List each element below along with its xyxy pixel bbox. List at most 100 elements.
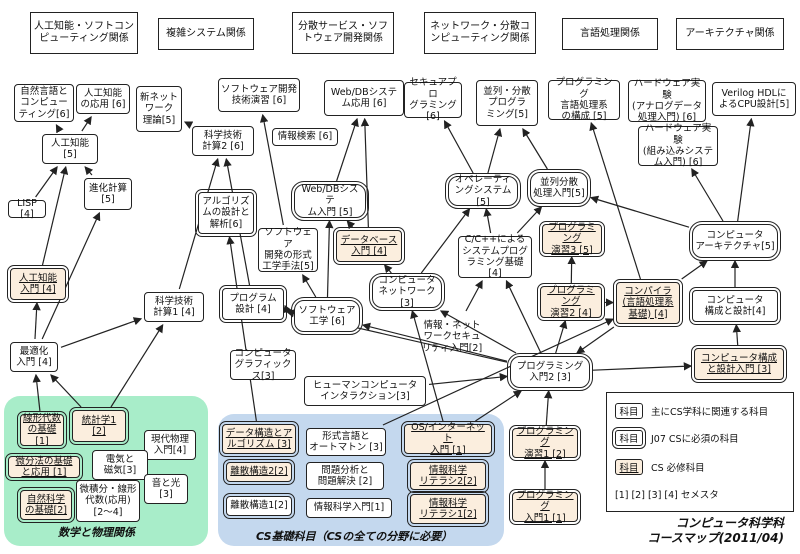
category-c3: 分散サービス・ソフ トウェア開発関係 [292, 12, 394, 54]
edge-sci2-to-newnet [183, 121, 194, 129]
course-formal[interactable]: ソフトウェア 開発の形式 工学手法[5] [258, 227, 318, 272]
course-dbintro[interactable]: データベース 入門 [4] [333, 227, 405, 265]
edge-compnet-to-os [420, 208, 471, 274]
edge-prac1-to-prog2 [543, 389, 553, 426]
cs-foundation-region-label: CS基礎科目（CSの全ての分野に必要） [256, 530, 453, 543]
course-secprog[interactable]: セキュアプロ グラミング[6] [404, 77, 462, 122]
course-secintro[interactable]: 情報・ネット ワークセキュ リティ入門[2] [421, 319, 483, 354]
course-swpr[interactable]: ソフトウェア開発 技術演習 [6] [218, 78, 300, 112]
course-calc[interactable]: 微分法の基礎 と応用 [1] [5, 453, 83, 481]
legend-text-j07: J07 CSに必須の科目 [651, 434, 739, 445]
legend-swatch-required: 科目 [615, 459, 643, 475]
legend-text-required: CS 必修科目 [651, 463, 705, 474]
course-aiapp[interactable]: 人工知能 の応用 [6] [76, 84, 130, 114]
course-sound[interactable]: 音と光 [3] [144, 474, 188, 504]
edge-prog2-to-compintro [592, 362, 693, 371]
course-disc2[interactable]: 離散構造2[2] [223, 459, 295, 485]
edge-stat1-to-opt [50, 374, 82, 408]
course-compnet[interactable]: コンピュータ ネットワーク[3] [369, 273, 445, 311]
course-opt[interactable]: 最適化 入門 [4] [10, 342, 58, 372]
course-compiler[interactable]: コンパイラ (言語処理系 基礎) [4] [613, 279, 683, 327]
edge-sweng-to-formal [302, 273, 317, 298]
course-compintro[interactable]: コンピュータ構成 と設計入門 [3] [691, 345, 787, 383]
course-lit1[interactable]: 情報科学 リテラシ1[2] [407, 491, 489, 527]
course-hci[interactable]: ヒューマンコンピュータ インタラクション[3] [304, 376, 426, 406]
course-natsci[interactable]: 自然科学 の基礎[2] [17, 487, 75, 523]
category-c5: 言語処理関係 [562, 18, 658, 50]
course-disc1[interactable]: 離散構造1[2] [223, 493, 295, 519]
math-physics-region-label: 数学と物理関係 [58, 526, 135, 539]
edge-formlang-to-compiler [382, 318, 615, 426]
edge-osinet-to-compnet [410, 309, 444, 422]
course-evo[interactable]: 進化計算 [5] [84, 178, 132, 210]
course-hwemb[interactable]: ハードウェア実験 (組み込みシステ ム入門) [6] [638, 123, 718, 168]
course-prog2[interactable]: プログラミング 入門2 [3] [507, 353, 593, 391]
edge-cpp-to-parproc [516, 206, 543, 234]
edge-arch-to-verilog [737, 117, 755, 222]
course-aiintro[interactable]: 人工知能 入門 [4] [7, 265, 69, 303]
edge-lisp-to-ai [35, 166, 58, 198]
course-sweng[interactable]: ソフトウェア 工学 [6] [291, 297, 363, 335]
course-sci2[interactable]: 科学技術 計算2 [6] [192, 126, 254, 156]
course-stat1[interactable]: 統計学1 [2] [69, 407, 129, 445]
course-phys[interactable]: 現代物理 入門[4] [144, 430, 196, 460]
course-ds[interactable]: データ構造とア ルゴリズム [3] [219, 421, 299, 457]
course-newnet[interactable]: 新ネット ワーク 理論[5] [136, 86, 182, 132]
course-prac2[interactable]: プログラミング 演習2 [4] [537, 283, 605, 321]
edge-linalg-to-opt [32, 373, 41, 412]
edge-prog2-to-compnet [439, 310, 517, 354]
legend-semester: [1] [2] [3] [4] セメスタ [615, 490, 719, 501]
course-nlp[interactable]: 自然言語と コンピュー ティング[6] [14, 84, 74, 122]
edge-cpp-to-os [483, 207, 492, 234]
course-infosearch[interactable]: 情報検索 [6] [272, 128, 338, 146]
course-prog1[interactable]: プログラミング 入門1 [1] [509, 489, 581, 525]
course-ai[interactable]: 人工知能 [5] [42, 134, 98, 164]
edge-os-to-parprog [487, 127, 503, 174]
course-probsolve[interactable]: 問題分析と 問題解決 [2] [306, 462, 384, 490]
course-os[interactable]: オペレーティ ングシステム[5] [445, 173, 521, 209]
course-verilog[interactable]: Verilog HDLに よるCPU設計[5] [712, 82, 796, 116]
category-c1: 人工知能・ソフトコン ピューティング関係 [30, 12, 138, 54]
course-webdbapp[interactable]: Web/DBシステ ム応用 [6] [324, 80, 404, 116]
course-prac3[interactable]: プログラミング 演習3 [5] [539, 221, 605, 257]
edge-os-to-secprog [443, 119, 474, 174]
course-cpp[interactable]: C/C++による システムプログ ラミング基礎[4] [458, 234, 532, 279]
course-em[interactable]: 電気と 磁気[3] [92, 450, 148, 480]
course-compdesign[interactable]: コンピュータ 構成と設計[4] [689, 287, 781, 325]
course-lisp[interactable]: LISP [4] [8, 198, 46, 220]
page-title: コンピュータ科学科 コースマップ(2011/04) [647, 516, 785, 545]
legend-swatch-j07: 科目 [612, 427, 646, 449]
edge-arch-to-parproc [589, 195, 690, 228]
course-calc2[interactable]: 微積分・線形 代数(応用) [2〜4] [76, 480, 140, 522]
edge-prog2-to-sweng [361, 322, 508, 362]
course-hwana[interactable]: ハードウェア実験 (アナログデータ 処理入門) [6] [628, 78, 706, 123]
course-lit2[interactable]: 情報科学 リテラシ2[2] [407, 459, 489, 493]
category-c4: ネットワーク・分散コ ンピューティング関係 [424, 12, 536, 54]
edge-hci-to-prog2 [428, 372, 509, 386]
edge-opt-to-aiintro [32, 301, 41, 340]
course-linalg[interactable]: 線形代数 の基礎 [1] [17, 411, 67, 449]
edge-stat1-to-sci1 [110, 323, 164, 408]
course-algo[interactable]: アルゴリズ ムの設計と 解析[6] [195, 189, 257, 237]
course-osinet[interactable]: OS/インターネット 入門 [1] [401, 421, 495, 457]
course-infosci[interactable]: 情報科学入門[1] [306, 498, 392, 518]
course-prac1[interactable]: プログラミング 演習1 [2] [509, 425, 581, 461]
course-arch[interactable]: コンピュータ アーキテクチャ[5] [689, 221, 781, 261]
edge-compiler-to-langproc [589, 121, 642, 280]
course-webdbintro[interactable]: Web/DBシステ ム入門 [5] [291, 181, 369, 221]
course-progdesign[interactable]: プログラム 設計 [4] [219, 285, 287, 323]
course-langproc[interactable]: プログラミング 言語処理系 の構成 [5] [548, 77, 620, 122]
course-graphics[interactable]: コンピュータ グラフィックス[3] [230, 348, 296, 382]
edge-opt-to-evo [41, 211, 101, 340]
course-parproc[interactable]: 並列分散 処理入門[5] [527, 169, 591, 207]
course-parprog[interactable]: 並列・分散 プログラ ミング[5] [476, 80, 538, 126]
legend: 科目 主にCS学科に関連する科目 科目 J07 CSに必須の科目 科目 CS 必… [606, 392, 794, 512]
edge-ai-to-nlp [55, 123, 64, 134]
edge-compintro-to-compdesign [732, 323, 741, 346]
course-sci1[interactable]: 科学技術 計算1 [4] [144, 292, 204, 322]
edge-evo-to-ai [84, 166, 94, 176]
course-formlang[interactable]: 形式言語と オートマトン [3] [306, 428, 386, 456]
category-c2: 複雑システム関係 [158, 18, 254, 50]
edge-opt-to-sci1 [60, 317, 143, 348]
